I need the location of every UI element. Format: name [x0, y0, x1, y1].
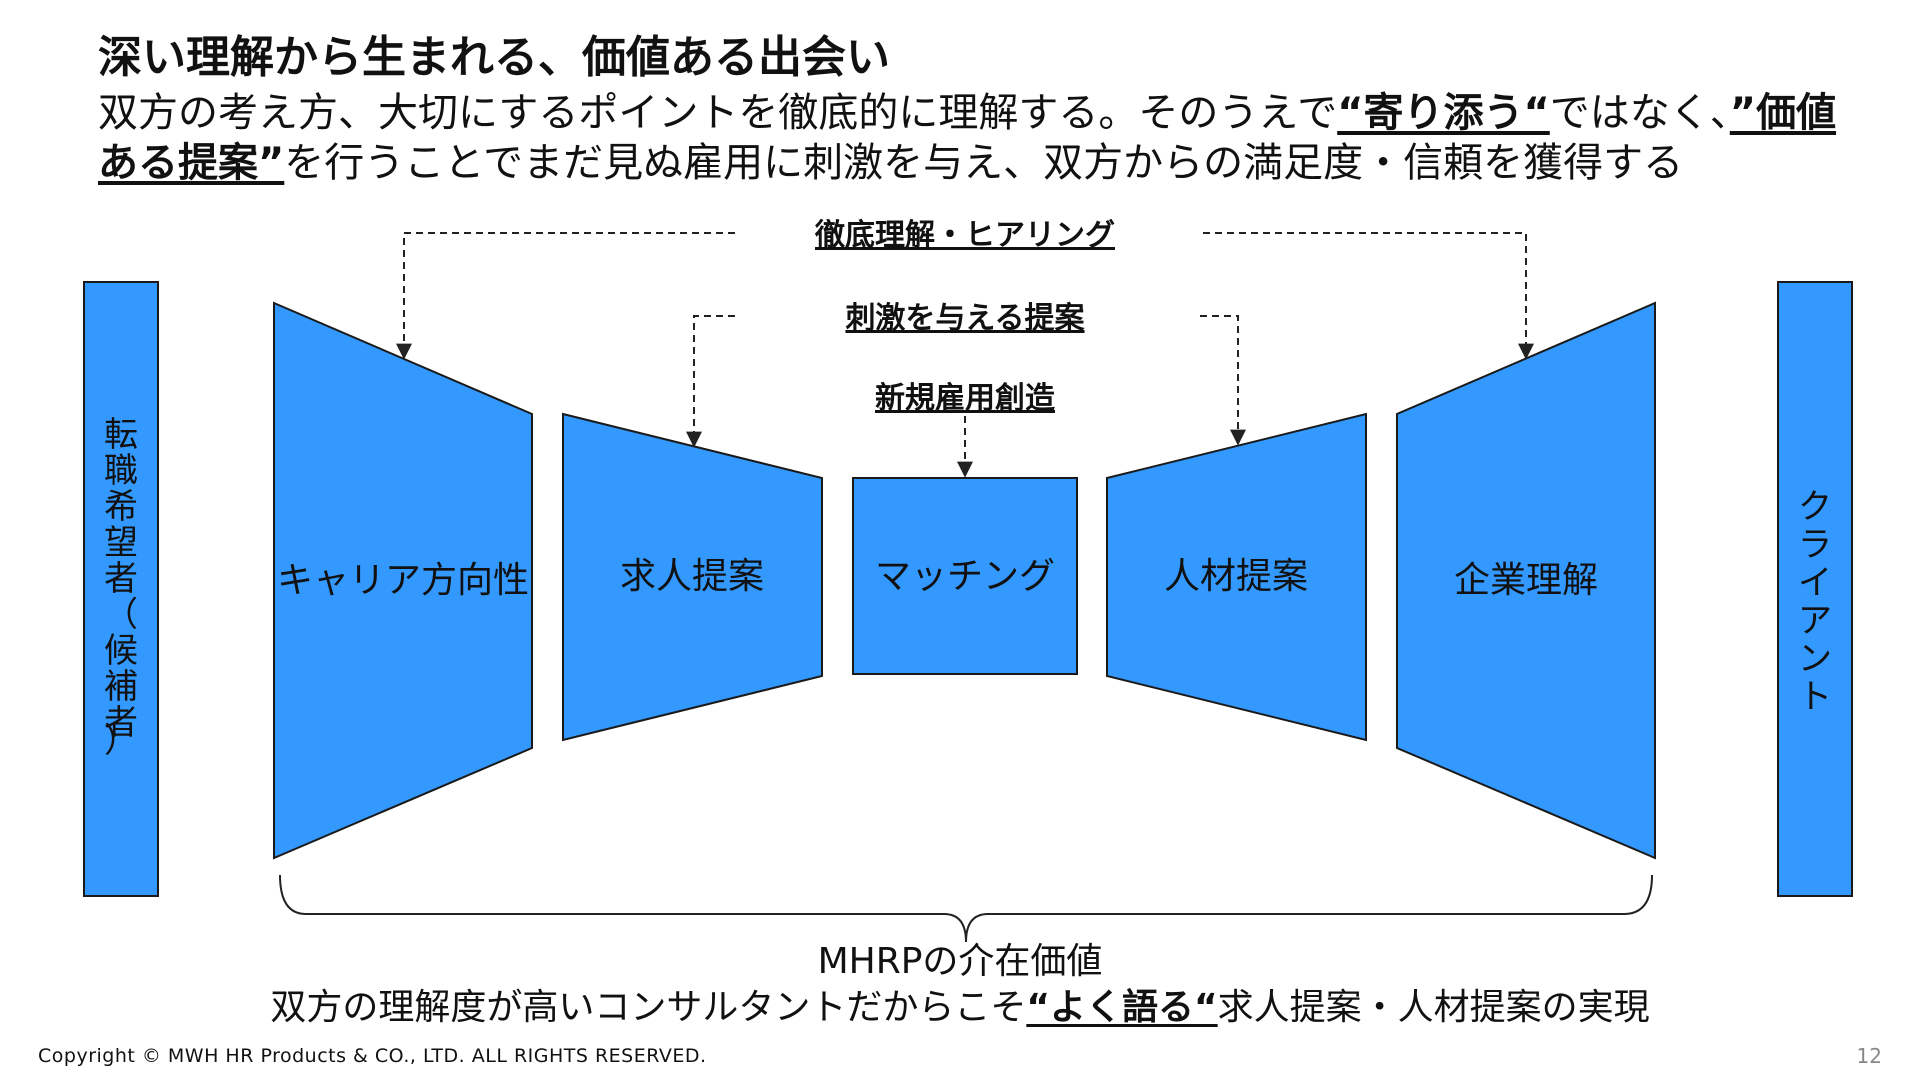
candidate-label-char: 者: [104, 559, 138, 599]
candidate-side-box: [83, 281, 159, 897]
subtitle-text-1: 双方の考え方、大切にするポイントを徹底的に理解する。そのうえで: [98, 90, 1338, 136]
stage-career-direction: [273, 301, 533, 860]
client-label-char: イ: [1798, 563, 1832, 603]
client-label-char: ク: [1798, 487, 1832, 527]
stage-label-matching: マッチング: [875, 556, 1055, 597]
candidate-label-char: 補: [104, 667, 138, 707]
candidate-label-char: 職: [104, 451, 138, 491]
client-side-box: [1777, 281, 1853, 897]
client-label-char: ン: [1798, 639, 1832, 679]
link-label-stimulus: 刺激を与える提案: [845, 301, 1085, 336]
client-label-char: ト: [1798, 677, 1832, 717]
candidate-label-char: 者: [104, 703, 138, 743]
candidate-label-char: ）: [104, 721, 138, 761]
stage-label-career-direction: キャリア方向性: [277, 560, 529, 601]
connector-stimulus-right: [1200, 315, 1246, 446]
client-label-char: ア: [1798, 601, 1832, 641]
bottom-desc-emphasis: “よく語る“: [1026, 987, 1218, 1028]
intermediary-value-description: 双方の理解度が高いコンサルタントだからこそ“よく語る“求人提案・人材提案の実現: [0, 986, 1920, 1030]
link-label-hearing: 徹底理解・ヒアリング: [814, 218, 1115, 253]
stage-company-understanding: [1396, 301, 1656, 860]
stage-matching: [852, 477, 1078, 675]
stage-label-company-understanding: 企業理解: [1454, 560, 1598, 601]
bottom-desc-text-1: 双方の理解度が高いコンサルタントだからこそ: [270, 987, 1027, 1028]
page-number: 12: [1856, 1044, 1882, 1068]
bottom-desc-text-2: 求人提案・人材提案の実現: [1217, 987, 1650, 1028]
subtitle-emphasis-yorisou: “寄り添う“: [1337, 90, 1550, 136]
page-title: 深い理解から生まれる、価値ある出会い: [98, 32, 890, 83]
candidate-label-char: 希: [104, 487, 138, 527]
stage-job-proposal: [562, 412, 823, 742]
subtitle-text-3: を行うことでまだ見ぬ雇用に刺激を与え、双方からの満足度・信頼を獲得する: [284, 140, 1684, 186]
candidate-label-char: 転: [104, 415, 138, 455]
stage-label-job-proposal: 求人提案: [620, 556, 764, 597]
stage-label-talent-proposal: 人材提案: [1164, 556, 1308, 597]
candidate-label-char: 望: [104, 523, 138, 563]
stage-talent-proposal: [1106, 412, 1367, 742]
page-subtitle: 双方の考え方、大切にするポイントを徹底的に理解する。そのうえで“寄り添う“ではな…: [98, 88, 1838, 188]
connector-stimulus-left: [686, 315, 735, 448]
connector-hearing-right: [1203, 232, 1534, 360]
subtitle-text-2: ではなく、: [1549, 90, 1730, 136]
client-label-char: ラ: [1798, 525, 1832, 565]
candidate-label-char: （: [104, 595, 138, 635]
bottom-brace: [279, 874, 1653, 943]
copyright-notice: Copyright © MWH HR Products & CO., LTD. …: [38, 1045, 707, 1067]
subtitle-emphasis-kachi: ”価値ある提案”: [98, 90, 1837, 186]
candidate-label-char: 候: [104, 631, 138, 671]
link-label-new-employment: 新規雇用創造: [875, 381, 1055, 416]
connector-hearing-left: [396, 232, 735, 360]
intermediary-value-label: MHRPの介在価値: [817, 941, 1103, 982]
